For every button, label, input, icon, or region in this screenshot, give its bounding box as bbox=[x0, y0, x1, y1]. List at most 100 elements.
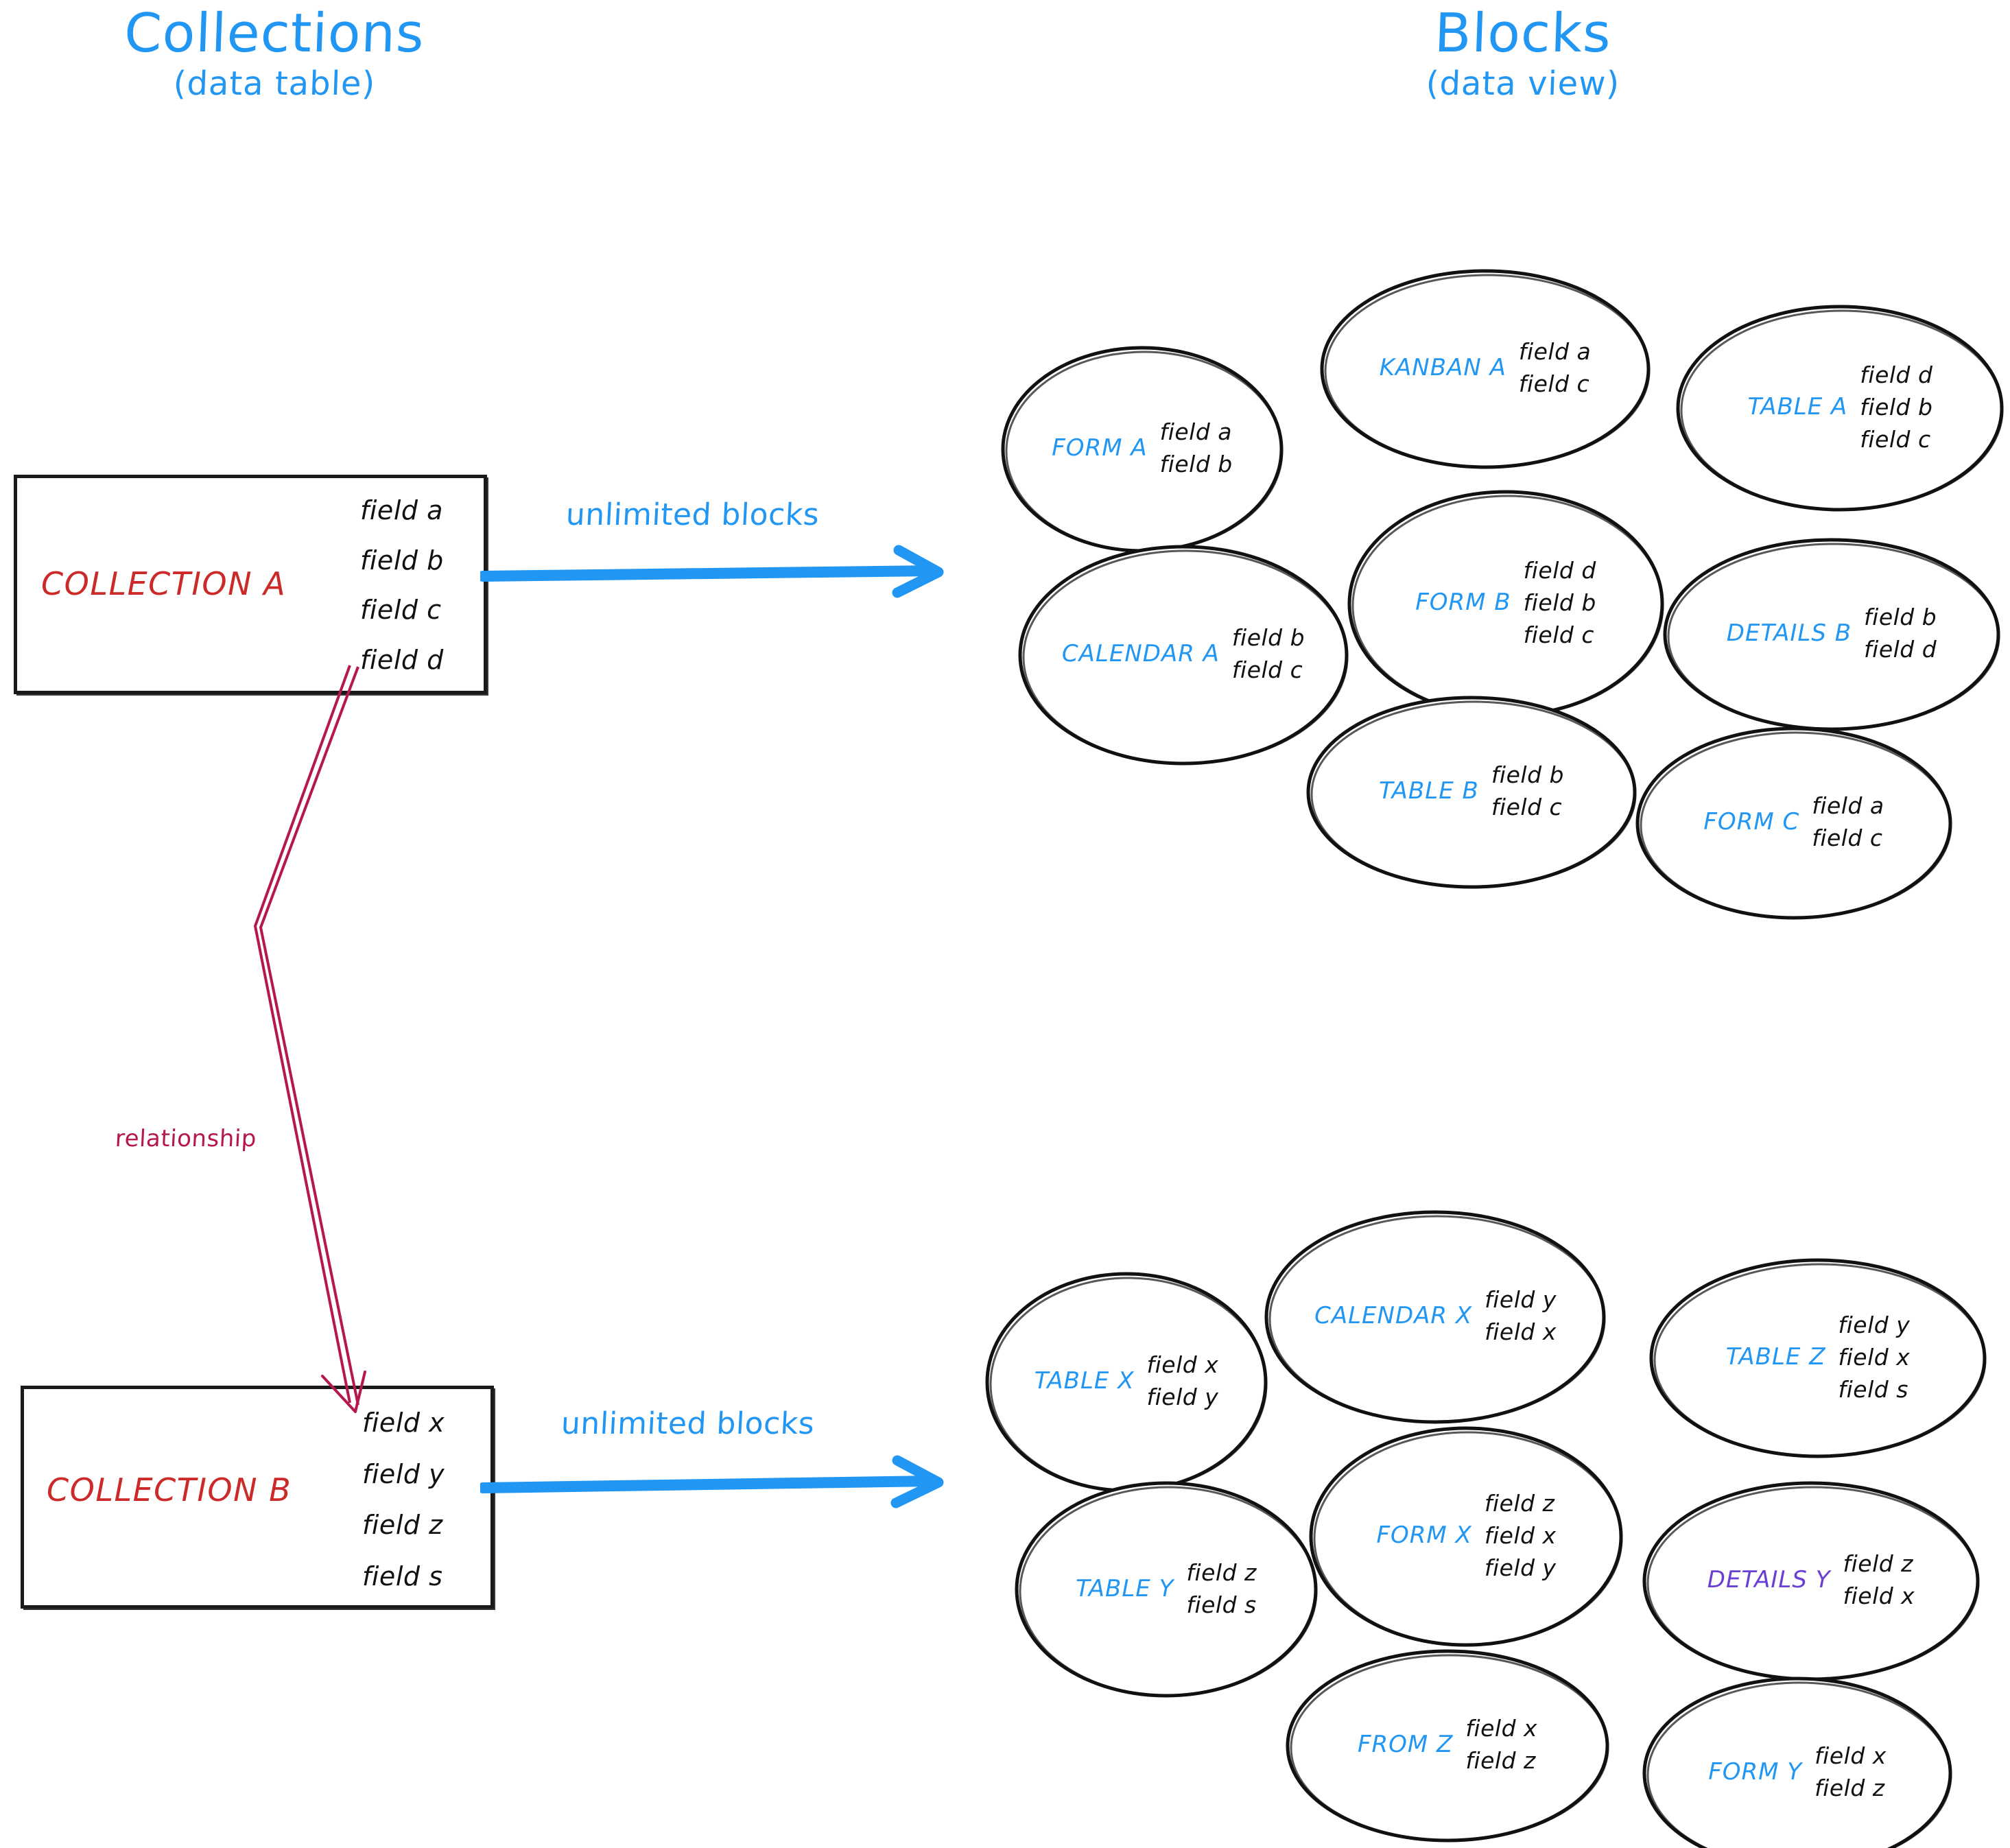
blocks-heading-main: Blocks bbox=[1433, 3, 1613, 64]
collection-a-field-list: field a field b field c field d bbox=[360, 495, 477, 675]
block-calendar-x-field-0: field y bbox=[1485, 1286, 1557, 1313]
block-form-b-field-0: field d bbox=[1523, 556, 1596, 584]
collection-b-field-2: field z bbox=[362, 1510, 443, 1541]
collection-b-field-list: field x field y field z field s bbox=[362, 1408, 479, 1591]
block-ellipse-outline bbox=[1306, 696, 1637, 889]
collections-heading: Collections (data table) bbox=[41, 3, 508, 108]
collection-a-field-0: field a bbox=[360, 495, 443, 525]
block-form-x[interactable]: FORM X field z field x field y bbox=[1307, 1423, 1626, 1650]
collection-a-field-3: field d bbox=[360, 644, 444, 675]
block-table-z-fields: field y field x field s bbox=[1838, 1312, 1911, 1403]
blocks-heading-sub: (data view) bbox=[1425, 64, 1621, 103]
block-table-y-field-0: field z bbox=[1186, 1559, 1257, 1586]
block-calendar-x-fields: field y field x bbox=[1485, 1286, 1557, 1345]
block-ellipse-outline bbox=[1649, 1258, 1987, 1458]
block-form-x-field-0: field z bbox=[1484, 1489, 1555, 1517]
block-table-b-name: TABLE B bbox=[1379, 777, 1479, 805]
block-kanban-a-fields: field a field c bbox=[1519, 338, 1591, 397]
block-table-y-fields: field z field s bbox=[1186, 1559, 1257, 1618]
block-form-c[interactable]: FORM C field a field c bbox=[1633, 724, 1955, 923]
collection-a-field-2: field c bbox=[360, 595, 442, 626]
block-calendar-a-field-1: field c bbox=[1231, 656, 1303, 683]
block-calendar-a-field-0: field b bbox=[1231, 624, 1305, 651]
block-table-y[interactable]: TABLE Y field z field s bbox=[1012, 1478, 1321, 1701]
block-table-a[interactable]: TABLE A field d field b field c bbox=[1674, 302, 2007, 514]
block-kanban-a[interactable]: KANBAN A field a field c bbox=[1317, 266, 1653, 472]
collection-a-box[interactable] bbox=[14, 475, 487, 694]
block-table-z[interactable]: TABLE Z field y field x field s bbox=[1646, 1255, 1989, 1461]
block-details-y-name: DETAILS Y bbox=[1707, 1566, 1831, 1594]
collection-b-field-1: field y bbox=[362, 1458, 445, 1489]
block-form-c-field-1: field c bbox=[1812, 825, 1883, 851]
block-form-b-field-1: field b bbox=[1523, 589, 1596, 616]
block-table-z-field-2: field s bbox=[1838, 1375, 1908, 1403]
collection-a-field-1: field b bbox=[360, 545, 444, 576]
block-form-c-field-0: field a bbox=[1812, 792, 1884, 819]
unlimited-blocks-arrow-b: unlimited blocks bbox=[477, 1403, 947, 1526]
block-form-x-field-2: field y bbox=[1484, 1554, 1557, 1581]
block-details-b-fields: field b field d bbox=[1864, 604, 1937, 663]
block-ellipse-outline bbox=[1642, 1677, 1952, 1848]
block-table-z-field-0: field y bbox=[1838, 1311, 1911, 1338]
block-table-a-fields: field d field b field c bbox=[1860, 362, 1932, 453]
block-calendar-a[interactable]: CALENDAR A field b field c bbox=[1015, 542, 1351, 768]
arrow-b-svg bbox=[477, 1455, 944, 1508]
block-table-a-field-2: field c bbox=[1860, 425, 1931, 453]
block-details-y-field-0: field z bbox=[1843, 1550, 1914, 1577]
block-calendar-a-name: CALENDAR A bbox=[1061, 640, 1220, 667]
block-from-z-fields: field x field z bbox=[1465, 1715, 1537, 1774]
block-form-y-fields: field x field z bbox=[1814, 1742, 1887, 1801]
collection-b-field-3: field s bbox=[362, 1561, 443, 1591]
block-ellipse-outline bbox=[1320, 269, 1651, 469]
block-from-z-field-1: field z bbox=[1465, 1747, 1536, 1774]
block-form-a[interactable]: FORM A field a field b bbox=[998, 343, 1286, 556]
block-ellipse-outline bbox=[1264, 1210, 1606, 1424]
block-table-b-field-1: field c bbox=[1491, 794, 1563, 820]
block-table-b[interactable]: TABLE B field b field c bbox=[1303, 693, 1640, 892]
block-form-b-field-2: field c bbox=[1523, 621, 1594, 648]
block-form-c-name: FORM C bbox=[1703, 808, 1800, 836]
block-details-b[interactable]: DETAILS B field b field d bbox=[1660, 535, 2003, 734]
block-details-y-fields: field z field x bbox=[1843, 1550, 1915, 1609]
block-ellipse-outline bbox=[1018, 545, 1349, 766]
block-details-y[interactable]: DETAILS Y field z field x bbox=[1640, 1478, 1983, 1684]
block-form-a-fields: field a field b bbox=[1160, 418, 1233, 477]
block-ellipse-outline bbox=[1015, 1481, 1318, 1698]
block-table-y-field-1: field s bbox=[1186, 1591, 1257, 1618]
block-form-y[interactable]: FORM Y field x field z bbox=[1640, 1674, 1955, 1848]
block-table-x-field-1: field y bbox=[1146, 1384, 1219, 1410]
block-table-z-field-1: field x bbox=[1838, 1343, 1911, 1371]
block-table-b-fields: field b field c bbox=[1491, 761, 1564, 820]
block-form-x-fields: field z field x field y bbox=[1485, 1490, 1557, 1581]
relationship-connector bbox=[254, 665, 366, 1413]
relationship-label: relationship bbox=[114, 1125, 257, 1152]
block-form-y-field-0: field x bbox=[1814, 1742, 1887, 1769]
block-table-z-name: TABLE Z bbox=[1725, 1343, 1826, 1371]
block-table-x-fields: field x field y bbox=[1147, 1351, 1219, 1410]
collection-b-box[interactable] bbox=[21, 1386, 494, 1609]
block-from-z[interactable]: FROM Z field x field z bbox=[1283, 1646, 1612, 1845]
block-calendar-x-field-1: field x bbox=[1485, 1318, 1557, 1345]
block-kanban-a-field-1: field c bbox=[1518, 370, 1590, 397]
block-form-x-field-1: field x bbox=[1484, 1521, 1557, 1549]
block-table-a-field-1: field b bbox=[1860, 393, 1933, 420]
block-details-b-name: DETAILS B bbox=[1726, 619, 1852, 647]
block-form-a-field-0: field a bbox=[1159, 418, 1233, 445]
block-calendar-x[interactable]: CALENDAR X field y field x bbox=[1262, 1207, 1609, 1427]
block-details-b-field-0: field b bbox=[1864, 604, 1937, 630]
block-table-x[interactable]: TABLE X field x field y bbox=[982, 1269, 1270, 1495]
block-form-b[interactable]: FORM B field d field b field c bbox=[1345, 487, 1667, 720]
block-form-b-fields: field d field b field c bbox=[1524, 557, 1596, 648]
block-form-a-name: FORM A bbox=[1052, 434, 1148, 462]
block-from-z-field-0: field x bbox=[1465, 1715, 1538, 1742]
block-table-b-field-0: field b bbox=[1491, 761, 1564, 788]
block-form-x-name: FORM X bbox=[1376, 1521, 1472, 1549]
collection-b-name: COLLECTION B bbox=[47, 1471, 292, 1508]
block-details-y-field-1: field x bbox=[1843, 1583, 1915, 1609]
block-form-b-name: FORM B bbox=[1415, 589, 1511, 616]
collection-a-name: COLLECTION A bbox=[41, 565, 287, 602]
block-from-z-name: FROM Z bbox=[1357, 1731, 1454, 1758]
block-details-b-field-1: field d bbox=[1864, 636, 1937, 663]
unlimited-blocks-label-a: unlimited blocks bbox=[565, 497, 820, 532]
